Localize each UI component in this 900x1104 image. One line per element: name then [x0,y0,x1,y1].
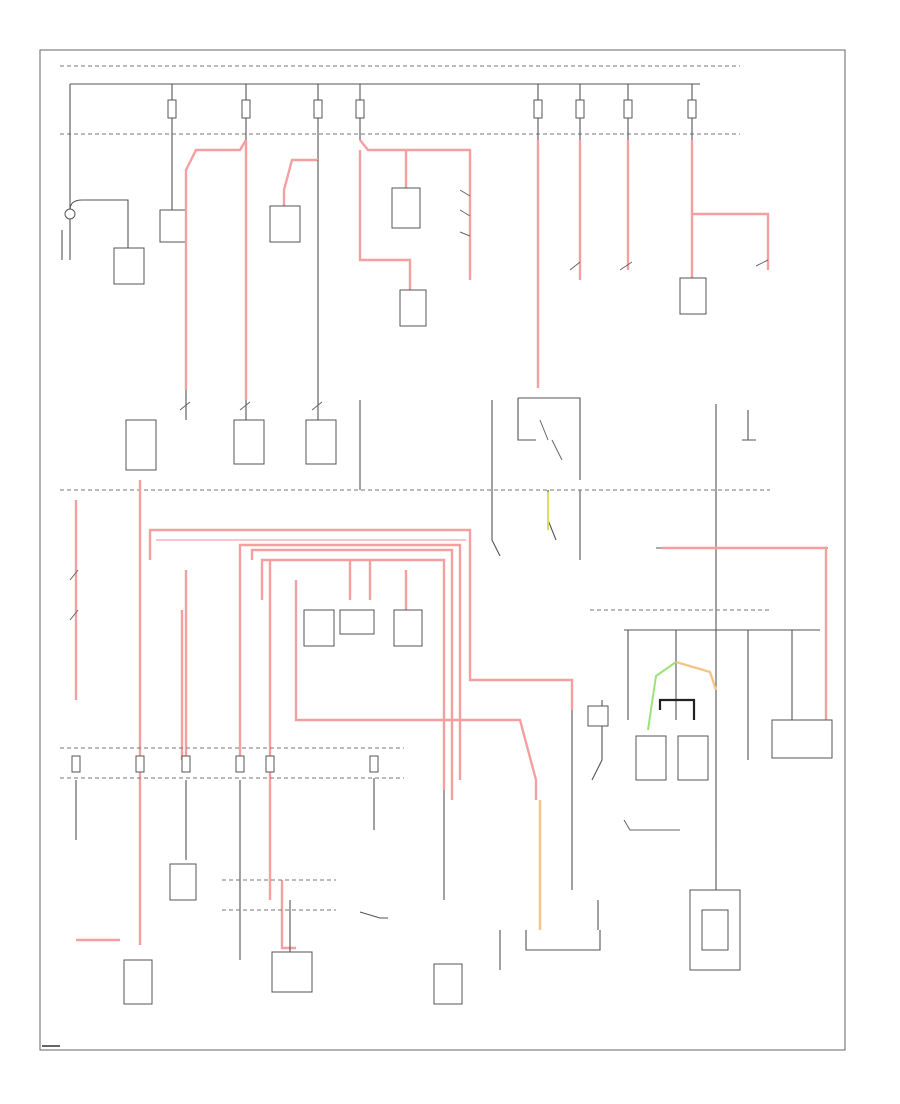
red-drops-fuses [74,560,272,900]
green-wire [647,661,677,731]
lower-center [433,710,601,1005]
main-power-wire-1 [184,139,248,390]
upper-components [269,160,769,390]
red-drop-bottom [280,880,296,950]
battery-starter-group [61,199,187,285]
red-bus-5 [294,580,538,800]
orange-wire-right [675,660,718,691]
red-drops-connectors [348,560,408,610]
diagram-frame [39,49,846,1051]
power-wire-3 [282,158,318,206]
middle-relays [125,390,756,490]
red-bus-3 [250,548,454,800]
red-bus-4 [260,558,446,790]
power-wire-6 [358,150,412,290]
red-bus-main [148,528,574,710]
right-red-wire [662,546,828,720]
mid-components [69,490,609,781]
red-bus-2 [238,543,462,780]
top-fuse-row [69,84,697,260]
power-wire-4 [359,139,472,280]
right-distribution [590,490,833,971]
black-wire [658,698,696,720]
power-wire-11 [692,212,770,270]
lower-fuse-block [71,755,388,1005]
